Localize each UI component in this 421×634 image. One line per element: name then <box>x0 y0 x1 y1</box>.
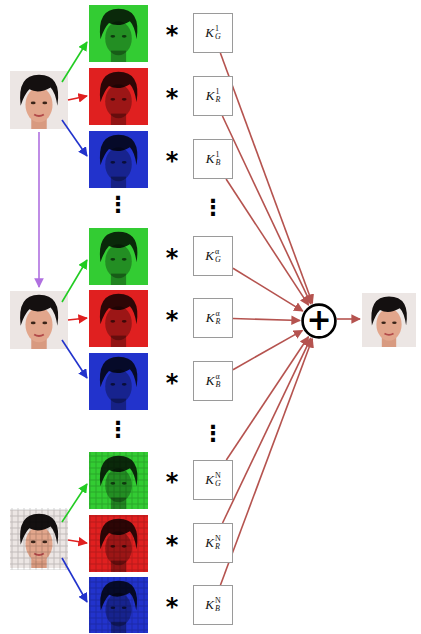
kernel-superscript: 1 <box>215 88 220 96</box>
kernel-arrow <box>226 179 309 305</box>
convolution-operator: * <box>166 470 179 494</box>
kernel-superscript: α <box>215 310 220 318</box>
kernel-indices: 1R <box>215 88 220 104</box>
convolution-operator: * <box>166 308 179 332</box>
kernel-subscript: B <box>215 159 220 167</box>
ellipsis-dots: ⋮ <box>202 423 224 445</box>
kernel-symbol: K <box>205 25 214 41</box>
convolution-operator: * <box>166 371 179 395</box>
kernel-box: KαB <box>193 361 233 401</box>
kernel-indices: αR <box>215 310 220 326</box>
kernel-arrow <box>220 53 312 303</box>
kernel-subscript: R <box>215 543 221 551</box>
face-image-lowres <box>10 508 68 570</box>
kernel-box: KNR <box>193 523 233 563</box>
sum-symbol: + <box>306 305 331 335</box>
kernel-indices: NR <box>215 535 221 551</box>
ellipsis-dots: ⋮ <box>202 197 224 219</box>
kernel-arrow <box>233 319 300 321</box>
kernel-superscript: N <box>215 597 221 605</box>
kernel-symbol: K <box>206 373 215 389</box>
kernel-symbol: K <box>206 310 215 326</box>
kernel-indices: 1B <box>215 151 220 167</box>
ellipsis-dots: ⋮ <box>107 419 129 441</box>
convolution-operator: * <box>166 533 179 557</box>
kernel-superscript: 1 <box>215 25 221 33</box>
kernel-subscript: B <box>215 381 220 389</box>
kernel-box: K1R <box>193 76 233 116</box>
kernel-arrow <box>226 337 308 460</box>
convolution-operator: * <box>166 23 179 47</box>
output-arrow <box>337 318 360 320</box>
kernel-arrow <box>222 116 310 304</box>
kernel-symbol: K <box>205 535 214 551</box>
convolution-operator: * <box>166 595 179 619</box>
output-face-image <box>362 293 416 347</box>
kernel-indices: αG <box>215 248 221 264</box>
kernel-arrow <box>233 268 303 311</box>
face-image <box>10 291 68 349</box>
kernel-subscript: B <box>215 605 221 613</box>
convolution-operator: * <box>166 86 179 110</box>
kernel-indices: 1G <box>215 25 221 41</box>
kernel-symbol: K <box>206 88 215 104</box>
kernel-subscript: G <box>215 256 221 264</box>
kernel-box: KNB <box>193 585 233 625</box>
kernel-indices: αB <box>215 373 220 389</box>
kernel-subscript: R <box>215 318 220 326</box>
kernel-subscript: G <box>215 33 221 41</box>
split-arrows <box>39 42 87 602</box>
convolution-operator: * <box>166 246 179 270</box>
kernel-superscript: α <box>215 248 221 256</box>
kernel-superscript: N <box>215 535 221 543</box>
kernel-box: KαR <box>193 298 233 338</box>
kernel-superscript: N <box>215 472 221 480</box>
convolution-operator: * <box>166 149 179 173</box>
kernel-symbol: K <box>205 597 214 613</box>
kernel-indices: NB <box>215 597 221 613</box>
kernel-box: KNG <box>193 460 233 500</box>
kernel-arrow <box>220 339 312 585</box>
face-image <box>10 71 68 129</box>
kernel-box: KαG <box>193 236 233 276</box>
sum-circle: + <box>301 302 337 340</box>
kernel-symbol: K <box>206 151 215 167</box>
kernel-subscript: G <box>215 480 221 488</box>
ellipsis-dots: ⋮ <box>107 194 129 216</box>
kernel-symbol: K <box>205 248 214 264</box>
kernel-indices: NG <box>215 472 221 488</box>
channel-images <box>89 5 148 633</box>
kernel-symbol: K <box>205 472 214 488</box>
kernel-box: K1B <box>193 139 233 179</box>
kernel-superscript: α <box>215 373 220 381</box>
kernel-superscript: 1 <box>215 151 220 159</box>
kernel-arrow <box>233 330 302 369</box>
kernel-box: K1G <box>193 13 233 53</box>
kernel-subscript: R <box>215 96 220 104</box>
kernel-arrow <box>223 338 311 523</box>
